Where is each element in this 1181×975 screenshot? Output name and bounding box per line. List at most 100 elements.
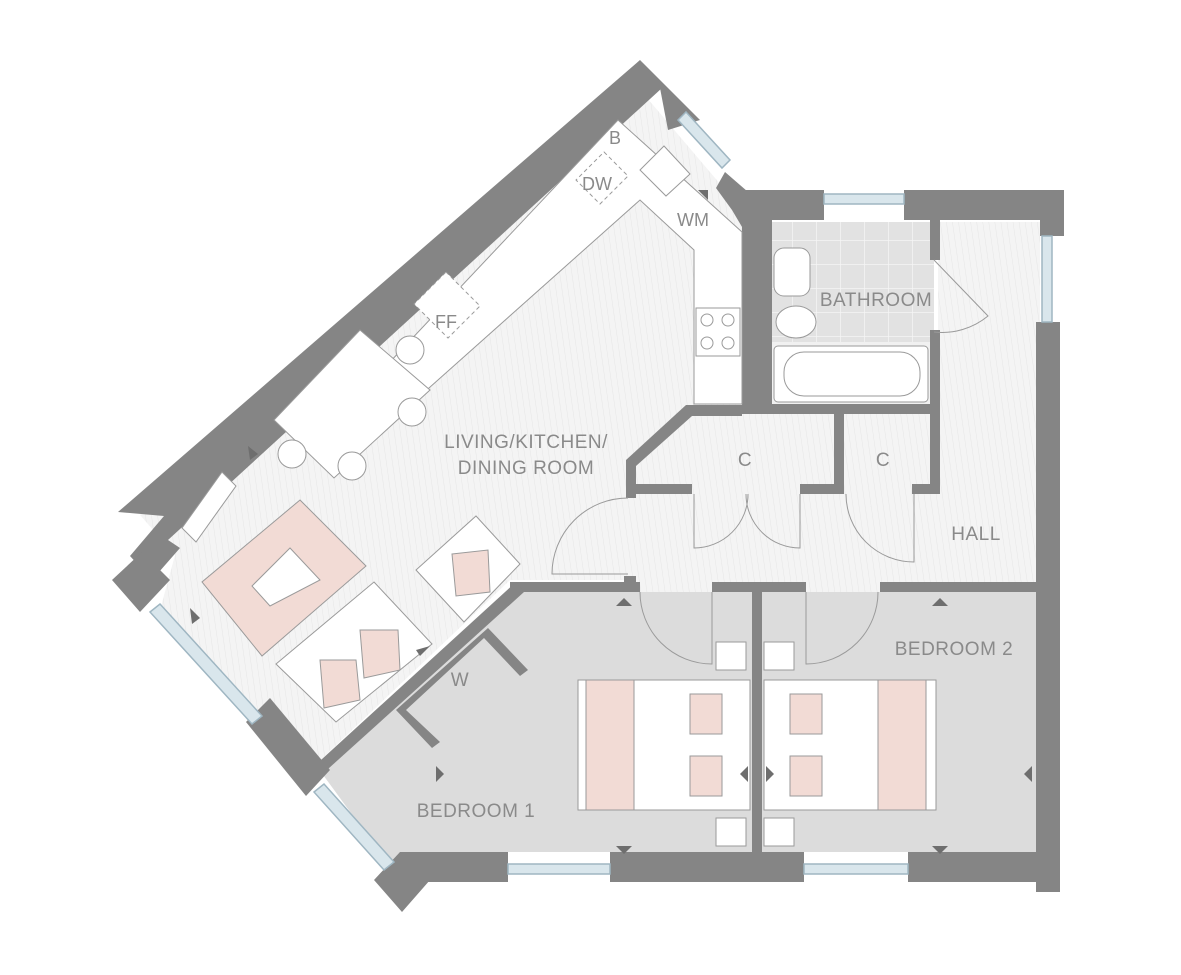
bed-1-pillow-2 [689, 755, 723, 797]
wall-cupboard-1-south-left [626, 484, 692, 494]
sofa-cushion-2 [319, 659, 361, 709]
wall-south-a [424, 852, 508, 882]
marker-bed2-north [932, 598, 948, 606]
wall-cupboard-2-east-v [930, 408, 940, 494]
boiler-label: B [609, 128, 621, 148]
door-cupboard-1b [745, 493, 801, 549]
wall-bed-north-c [880, 582, 1040, 592]
dishwasher-box [575, 151, 629, 205]
bath-inner [783, 351, 921, 397]
wall-wardrobe [396, 628, 528, 748]
window-hall [1041, 235, 1053, 323]
sink [639, 145, 691, 197]
coffee-table [251, 547, 321, 607]
wall-cupboard-diagonal [626, 405, 742, 498]
bed-2-pillow-1 [789, 693, 823, 735]
cupboard-2-label: C [876, 450, 890, 471]
wall-living-bed-diagonal [310, 582, 524, 778]
hob [695, 307, 741, 357]
marker-bed2-west [766, 766, 774, 782]
room-labels: LIVING/KITCHEN/ DINING ROOM BATHROOM HAL… [417, 290, 1014, 822]
wall-cupboard-1-south-right [800, 484, 842, 494]
door-swings [551, 259, 989, 665]
wall-bath-north-right [904, 190, 1064, 220]
wall-bath-north-left [742, 190, 824, 220]
wall-south-c [908, 852, 1060, 882]
dining-chair-3 [277, 439, 307, 469]
dining-chair-4 [337, 451, 367, 481]
hob-ring-1 [700, 313, 714, 327]
wall-living-stub [624, 576, 636, 592]
marker-bed1-west [436, 766, 444, 782]
dining-chair-2 [397, 397, 427, 427]
marker-bed2-east [1024, 766, 1032, 782]
dishwasher-label: DW [582, 174, 612, 194]
hob-ring-2 [721, 313, 735, 327]
wall-east [1036, 322, 1060, 892]
marker-living-north [248, 446, 258, 460]
windows [148, 110, 1053, 875]
living-furniture [181, 329, 521, 723]
bathroom-fixtures [773, 247, 929, 403]
door-bedroom-2 [805, 591, 879, 665]
dimension-markers [190, 190, 1032, 854]
bedroom-2-label: BEDROOM 2 [895, 639, 1014, 660]
wall-south-b [610, 852, 804, 882]
toilet [775, 305, 817, 339]
dining-chair-1 [395, 335, 425, 365]
marker-bed1-north [616, 598, 632, 606]
washing-machine-label: WM [677, 210, 709, 230]
bedside-2b [763, 817, 795, 847]
tv-unit [181, 471, 237, 543]
bedroom-furniture [577, 641, 937, 847]
wall-bed-north-b [712, 582, 806, 592]
bathroom-label: BATHROOM [820, 290, 932, 311]
living-room-label-line-2: DINING ROOM [458, 458, 594, 479]
bed-2-blanket [877, 679, 927, 811]
wall-kitchen-bath [742, 198, 772, 408]
fixture-labels: B DW WM FF [435, 128, 709, 332]
hob-ring-3 [700, 336, 714, 350]
bed-2-pillow-2 [789, 755, 823, 797]
window-bedroom-2-south [803, 863, 909, 875]
wardrobe-label: W [451, 670, 469, 691]
window-bathroom [823, 193, 905, 205]
wall-southwest-a [112, 552, 170, 612]
wall-bed-north-a [510, 582, 640, 592]
wall-bath-hall [930, 220, 940, 260]
bed-1-pillow-1 [689, 693, 723, 735]
marker-bed2-south [932, 846, 948, 854]
marker-living-east [416, 646, 430, 656]
fridge-freezer-box [413, 271, 481, 339]
door-living [551, 497, 629, 575]
door-cupboard-2 [845, 493, 915, 563]
bedside-1a [715, 641, 747, 671]
armchair-cushion [451, 549, 491, 597]
window-bedroom-1-west [312, 782, 396, 872]
dining-table [273, 329, 431, 479]
cupboard-1-label: C [738, 450, 752, 471]
hall-label: HALL [951, 524, 1001, 545]
bedroom-1-label: BEDROOM 1 [417, 801, 536, 822]
walls [112, 60, 1064, 912]
wall-east-top [1040, 190, 1064, 236]
door-bathroom [933, 259, 989, 333]
marker-kitchen [698, 190, 708, 200]
wall-bath-hall-lower [930, 330, 940, 408]
living-room-label-line-1: LIVING/KITCHEN/ [444, 432, 608, 453]
window-living [148, 602, 264, 726]
door-bedroom-1 [639, 591, 713, 665]
window-bedroom-1-south [507, 863, 611, 875]
fridge-freezer-label: FF [435, 312, 457, 332]
marker-bed1-south [616, 846, 632, 854]
wall-bath-south [742, 404, 940, 414]
bed-1-blanket [585, 679, 635, 811]
bedside-2a [763, 641, 795, 671]
sofa [275, 581, 433, 723]
sofa-cushion-1 [359, 629, 401, 679]
bedside-1b [715, 817, 747, 847]
wall-cupboard-divider [834, 412, 844, 494]
marker-bed1-east [740, 766, 748, 782]
marker-living-west [190, 608, 200, 624]
